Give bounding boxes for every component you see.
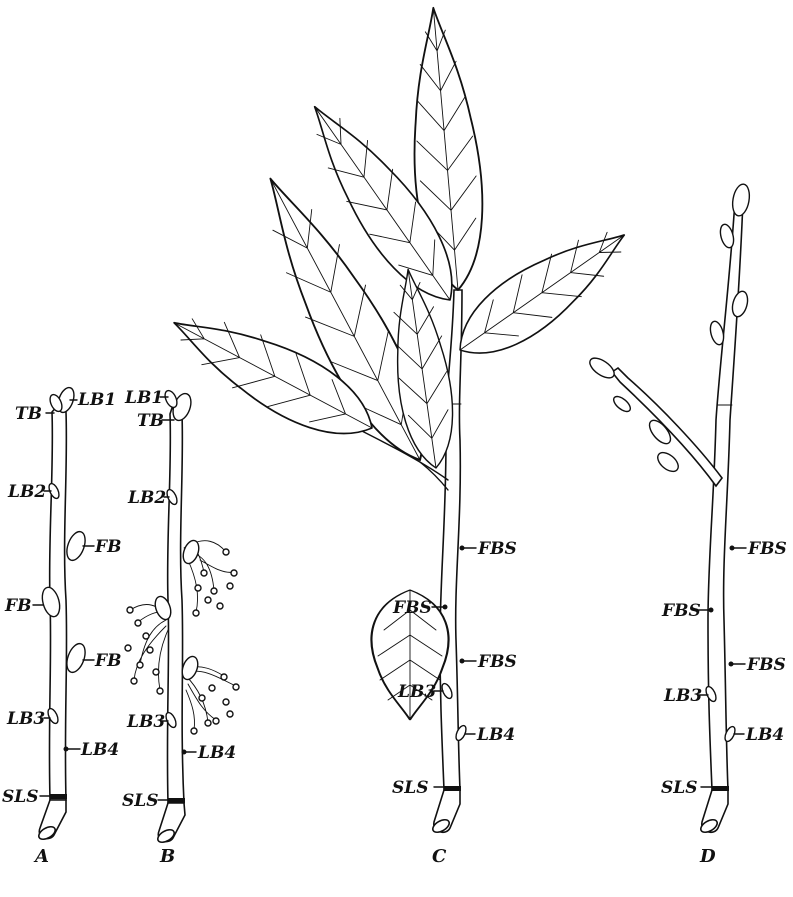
twig-b-label-tb: TB [137,411,164,431]
twig-a: TB LB1 LB2 FB FB FB LB3 LB4 SLS A [2,385,121,867]
twig-b-label-lb3: LB3 [126,712,165,732]
twig-d-label-fbs-right-1: FBS [747,539,787,559]
twig-a-label-lb2: LB2 [7,482,46,502]
twig-a-label-fb-left: FB [4,596,31,616]
twig-c-scale-scar [444,786,461,791]
twig-a-scale-scar [50,794,67,799]
twig-c-label-lb3: LB3 [397,682,436,702]
twig-a-caption: A [33,846,49,867]
twig-c-label-fbs-right-1: FBS [477,539,517,559]
twig-c-caption: C [432,846,447,867]
twig-c-label-lb4: LB4 [476,725,515,745]
twig-d-label-lb4: LB4 [745,725,784,745]
twig-d-label-fbs-left: FBS [661,601,701,621]
twig-d-terminal-bud [730,183,751,217]
twig-b-flower-cluster-1 [180,538,237,616]
twig-d-side-bud-4 [654,449,681,475]
twig-d-label-lb3: LB3 [663,686,702,706]
twig-d-cut-end [699,817,720,835]
twig-a-label-lb4: LB4 [80,740,119,760]
twig-b-label-sls: SLS [122,791,159,811]
twig-b-flower-cluster-3 [179,654,239,734]
twig-d-caption: D [699,846,716,867]
twig-c-label-sls: SLS [392,778,429,798]
twig-d-label-fbs-right-2: FBS [746,655,786,675]
twig-a-label-lb3: LB3 [6,709,45,729]
twig-b-label-lb4: LB4 [197,743,236,763]
twig-a-label-lb1: LB1 [77,390,116,410]
twig-c-label-fbs-right-2: FBS [477,652,517,672]
twig-b-flower-cluster-2 [125,594,174,694]
twig-b-label-lb1: LB1 [124,388,163,408]
twig-d: FBS FBS FBS LB3 LB4 SLS D [587,183,787,867]
twig-d-scale-scar [712,786,729,791]
twig-c-cut-end [431,817,452,835]
twig-c: FBS FBS FBS LB3 LB4 SLS C [159,5,641,867]
twig-b-caption: B [159,846,175,867]
twig-a-label-sls: SLS [2,787,39,807]
twig-d-upper-bud-3 [708,320,726,346]
twig-b-label-lb2: LB2 [127,488,166,508]
twig-a-label-fb-right-1: FB [94,537,121,557]
twig-c-label-fbs-left: FBS [392,598,432,618]
twig-b-scale-scar [168,798,185,803]
twig-b: LB1 TB LB2 LB3 LB4 SLS B [122,388,239,867]
twig-d-side-bud-2 [611,394,633,415]
twig-d-side-bud-1 [587,354,618,382]
twig-a-label-fb-right-2: FB [94,651,121,671]
twig-d-label-sls: SLS [661,778,698,798]
twig-a-label-tb: TB [15,404,42,424]
